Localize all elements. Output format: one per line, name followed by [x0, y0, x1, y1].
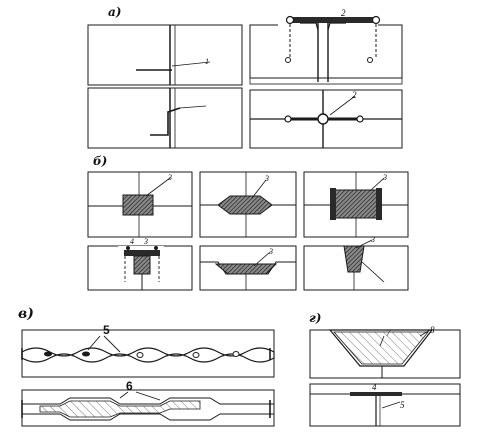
callout-4-g: 4 [372, 382, 377, 392]
callout-5-g: 5 [400, 400, 405, 410]
callout-4: 4 [130, 237, 134, 246]
v-groove-fill [333, 331, 429, 365]
panel-b-top-middle: 3 [199, 171, 297, 238]
section-v: в) 5 6 [18, 306, 275, 427]
callout-6: 6 [126, 379, 133, 393]
panel-a-top-right: 2 [249, 8, 403, 85]
callout-3-br: 3 [370, 235, 375, 244]
callout-7: 7 [386, 328, 391, 338]
section-b-label: б) [93, 154, 107, 168]
wavy-joint [21, 347, 275, 363]
panel-b-top-right: 3 [303, 171, 409, 238]
callout-2b: 2 [352, 90, 357, 100]
callout-3-bl: 3 [143, 237, 148, 246]
bolt-icon [371, 15, 381, 25]
steel-plate [290, 17, 376, 23]
panel-b-bottom-right: 3 [303, 235, 409, 291]
panel-a-bottom-left [87, 87, 243, 149]
bolt-icon [284, 115, 292, 123]
panel-b-bottom-middle: 3 [199, 245, 297, 291]
panel-v-top: 5 [21, 323, 275, 378]
bolt-icon [285, 15, 295, 25]
panel-a-bottom-right: 2 [249, 89, 403, 149]
bolt-icon [356, 115, 364, 123]
callout-3-right: 3 [382, 173, 387, 182]
section-g-label: г) [309, 311, 321, 325]
callout-3-mid: 3 [264, 174, 269, 183]
panel-g-bottom: 4 5 [309, 382, 461, 427]
panel-v-bottom: 6 [21, 379, 275, 427]
panel-b-bottom-left: 4 3 [87, 237, 193, 291]
callout-2: 2 [341, 8, 346, 18]
panel-b-top-left: 3 [87, 171, 193, 238]
panel-a-top-left: 1 [87, 24, 243, 86]
callout-3-bm: 3 [268, 247, 273, 256]
callout-8: 8 [430, 325, 435, 335]
section-a: а) 1 [87, 5, 403, 149]
panel-g-top: 7 8 [309, 325, 461, 379]
section-b: б) 3 3 3 [87, 154, 409, 291]
section-v-label: в) [18, 306, 34, 322]
callout-3-left: 3 [167, 173, 172, 182]
section-a-label: а) [108, 5, 121, 19]
section-g: г) 7 8 4 5 [309, 311, 461, 427]
callout-5: 5 [103, 323, 110, 337]
center-node-icon [317, 113, 329, 125]
callout-1: 1 [205, 57, 209, 66]
